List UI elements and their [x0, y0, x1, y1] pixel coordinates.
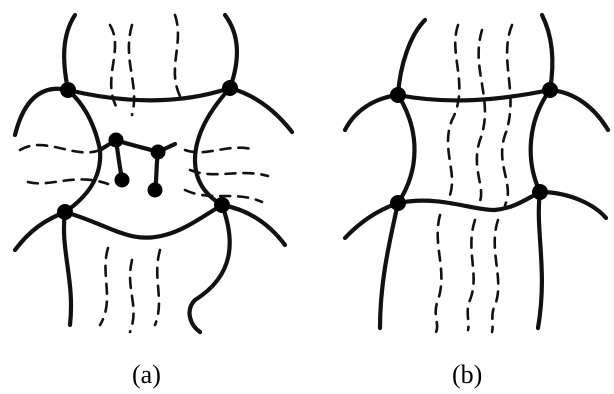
caption-a: (a)	[132, 362, 161, 388]
solid-chain	[195, 88, 230, 205]
panel-b-solid-chains	[345, 15, 608, 328]
solid-chain	[64, 15, 75, 90]
junction-node	[390, 87, 406, 103]
solid-chain	[15, 212, 65, 250]
junction-node	[542, 82, 558, 98]
solid-chain	[540, 192, 606, 218]
junction-node	[57, 204, 73, 220]
dashed-chain	[155, 250, 160, 325]
solid-chain	[230, 88, 292, 132]
solid-chain	[15, 89, 68, 135]
solid-chain	[380, 203, 398, 328]
solid-chain	[398, 90, 550, 100]
dashed-chain	[468, 220, 475, 330]
solid-chain	[65, 205, 222, 238]
junction-node	[532, 184, 548, 200]
dashed-chain	[477, 30, 485, 205]
dashed-chain	[436, 215, 442, 332]
solid-chain	[531, 90, 550, 192]
crosslink-node	[109, 133, 124, 148]
panel-b-dashed-chains	[436, 25, 512, 332]
panel-a	[15, 15, 292, 332]
solid-chain	[64, 212, 71, 325]
caption-b: (b)	[452, 362, 482, 388]
crosslink-node	[151, 145, 166, 160]
solid-chain	[190, 205, 230, 332]
solid-chain	[225, 15, 237, 88]
dashed-chain	[502, 25, 512, 205]
junction-node	[222, 80, 238, 96]
solid-chain	[398, 20, 425, 95]
dashed-chain	[492, 220, 498, 332]
junction-node	[214, 197, 230, 213]
dashed-chain	[100, 248, 108, 325]
dashed-chain	[20, 145, 100, 152]
dashed-chain	[448, 25, 459, 200]
crosslink-node	[115, 173, 130, 188]
solid-chain	[542, 15, 552, 90]
dashed-chain	[130, 260, 134, 332]
solid-chain	[538, 192, 542, 328]
solid-chain	[398, 192, 540, 210]
solid-chain	[398, 95, 415, 203]
solid-chain	[550, 90, 608, 130]
crosslink-node	[148, 183, 163, 198]
junction-node	[390, 195, 406, 211]
dashed-chain	[190, 170, 268, 176]
dashed-chain	[175, 15, 182, 100]
junction-node	[60, 82, 76, 98]
panel-a-dashed-chains	[20, 15, 268, 332]
solid-chain	[68, 88, 230, 100]
solid-chain	[345, 95, 398, 130]
panel-b	[345, 15, 608, 332]
